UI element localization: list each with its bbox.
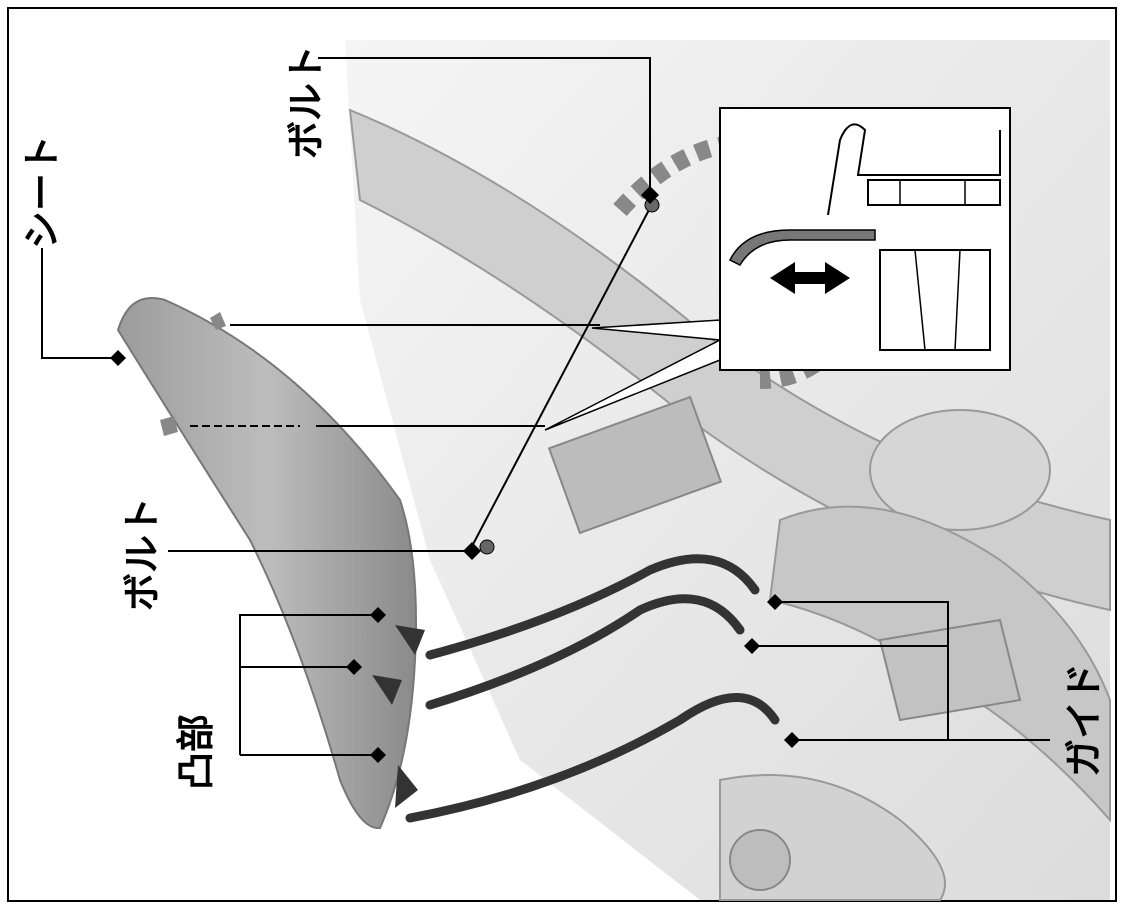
leader-lines	[41, 57, 1050, 756]
alignment-lines	[190, 207, 651, 551]
double-arrow-icon	[770, 262, 850, 294]
detail-inset	[544, 107, 1011, 431]
insertion-arrows	[405, 554, 780, 823]
bolt-top-marker	[641, 186, 660, 213]
seat-part	[116, 297, 417, 830]
bolt-bottom-marker	[463, 539, 495, 560]
label-bolt-bottom: ボルト	[120, 496, 164, 611]
label-bolt-top: ボルト	[284, 44, 328, 159]
insertion-arrowheads	[372, 625, 425, 808]
seat-tab-rear	[160, 416, 178, 436]
label-guide: ガイド	[1062, 662, 1106, 777]
label-seat: シート	[20, 134, 64, 249]
leader-endpoints	[110, 350, 800, 763]
label-boss: 凸部	[174, 714, 218, 791]
seat-tab-front	[210, 312, 226, 330]
